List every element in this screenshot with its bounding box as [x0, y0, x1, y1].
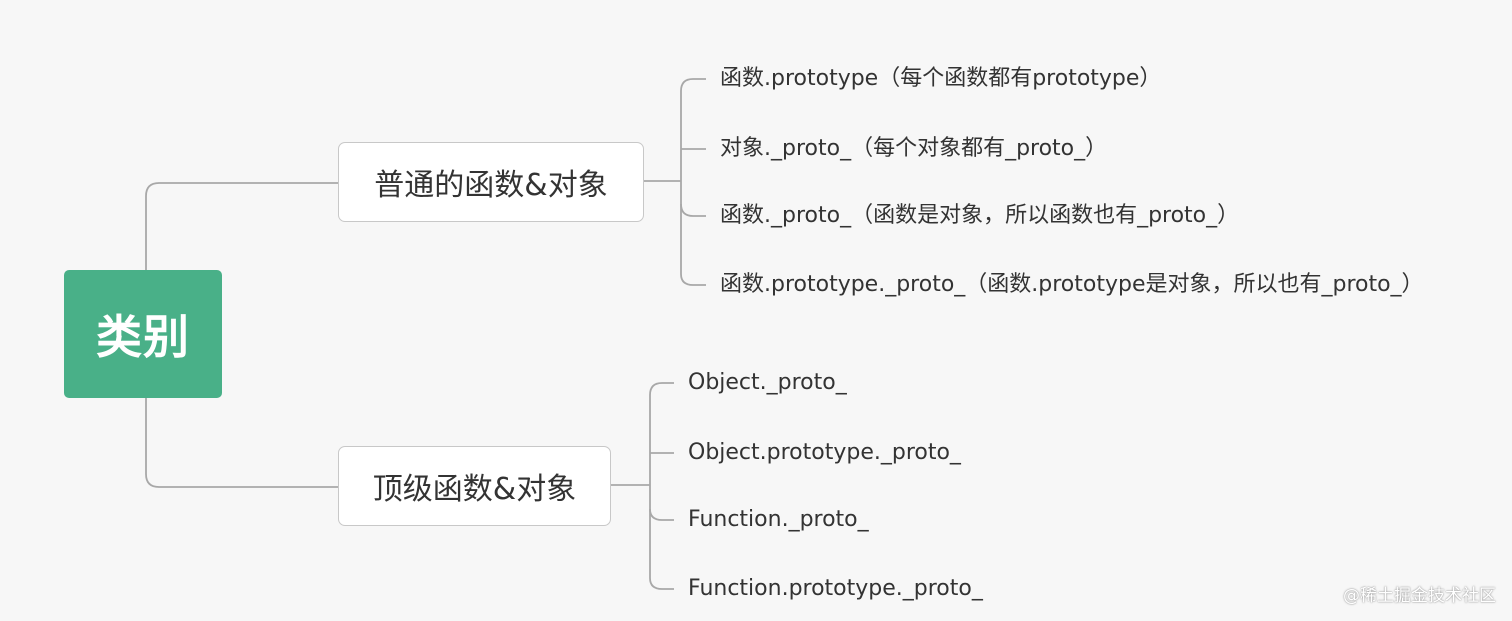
connector-normal-child-3	[680, 203, 706, 217]
leaf-node[interactable]: 函数.prototype（每个函数都有prototype）	[720, 66, 1162, 91]
connector-top-spine	[649, 382, 674, 590]
branch-node-label: 顶级函数&对象	[372, 472, 577, 507]
connector-root-to-top	[145, 398, 338, 488]
connector-top-child-3	[649, 508, 674, 521]
connector-normal-spine	[680, 78, 706, 286]
leaf-node[interactable]: Function.prototype._proto_	[688, 576, 983, 601]
watermark-text: @稀土掘金技术社区	[1343, 586, 1496, 606]
leaf-node[interactable]: Object._proto_	[688, 370, 847, 395]
branch-node-normal-functions-objects[interactable]: 普通的函数&对象	[338, 142, 644, 222]
branch-node-label: 普通的函数&对象	[374, 168, 608, 203]
branch-node-top-level-functions-objects[interactable]: 顶级函数&对象	[338, 446, 611, 526]
leaf-node[interactable]: Function._proto_	[688, 507, 869, 532]
root-node-label: 类别	[96, 310, 190, 364]
leaf-node[interactable]: 对象._proto_（每个对象都有_proto_）	[720, 136, 1108, 161]
connector-root-to-normal	[145, 182, 338, 270]
root-node-category[interactable]: 类别	[64, 270, 222, 398]
leaf-node[interactable]: 函数.prototype._proto_（函数.prototype是对象，所以也…	[720, 272, 1424, 297]
leaf-node[interactable]: Object.prototype._proto_	[688, 440, 961, 465]
leaf-node[interactable]: 函数._proto_（函数是对象，所以函数也有_proto_）	[720, 203, 1240, 228]
